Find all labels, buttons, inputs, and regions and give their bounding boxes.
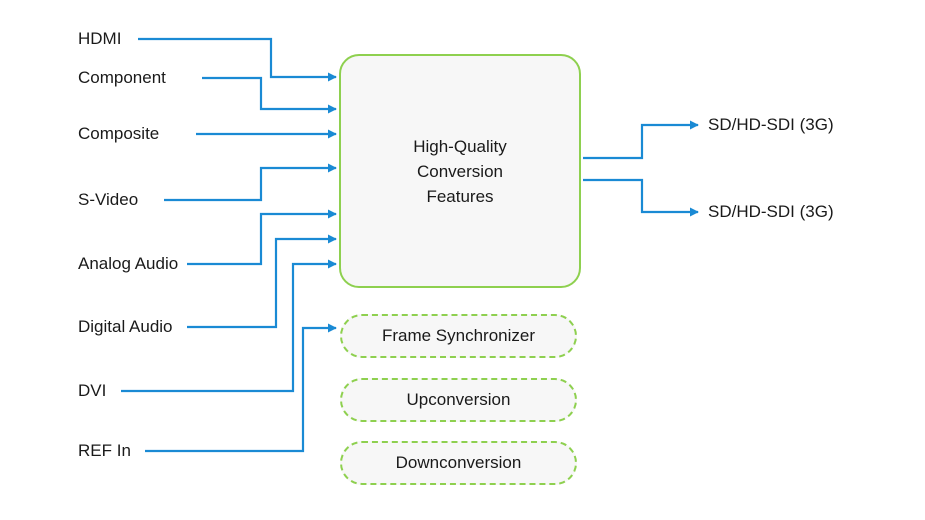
conversion-features-text: High-Quality Conversion Features: [413, 136, 507, 206]
feature-frame-synchronizer: Frame Synchronizer: [340, 314, 577, 358]
feature-upconversion: Upconversion: [340, 378, 577, 422]
s-video-connector: [164, 163, 337, 202]
output-connector-1: [583, 120, 699, 160]
input-label-hdmi: HDMI: [78, 29, 122, 48]
digital-audio-connector: [187, 234, 337, 329]
input-label-composite: Composite: [78, 124, 160, 143]
hdmi-connector: [138, 37, 337, 82]
conversion-features-block: High-Quality Conversion Features: [339, 54, 581, 288]
output-connector-2: [583, 178, 699, 217]
input-label-ref-in: REF In: [78, 441, 131, 460]
output-label-2: SD/HD-SDI (3G): [708, 202, 834, 221]
ref-in-connector: [145, 323, 337, 453]
input-label-s-video: S-Video: [78, 190, 139, 209]
dvi-connector: [121, 259, 337, 393]
feature-downconversion: Downconversion: [340, 441, 577, 485]
input-label-component: Component: [78, 68, 166, 87]
component-connector: [202, 76, 337, 114]
output-label-1: SD/HD-SDI (3G): [708, 115, 834, 134]
input-label-dvi: DVI: [78, 381, 107, 400]
input-label-analog-audio: Analog Audio: [78, 254, 179, 273]
input-label-digital-audio: Digital Audio: [78, 317, 173, 336]
analog-audio-connector: [187, 209, 337, 266]
